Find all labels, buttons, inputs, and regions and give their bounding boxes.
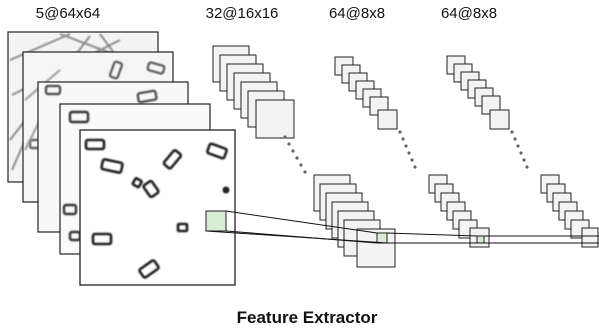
- input-receptive-window: [205, 210, 227, 232]
- conv2-small-stack: [334, 56, 398, 130]
- conv2-stack: [428, 174, 490, 248]
- layer-label-conv3: 64@8x8: [441, 5, 497, 22]
- diagram-title: Feature Extractor: [237, 308, 378, 327]
- ellipsis-dots-conv3: [510, 130, 529, 169]
- projection-lines: [205, 210, 599, 244]
- layer-label-conv2: 64@8x8: [329, 5, 385, 22]
- conv1-receptive-window: [376, 232, 388, 244]
- conv3-small-stack: [446, 55, 510, 130]
- input-stack: [7, 31, 236, 286]
- conv2-receptive-window: [476, 235, 485, 244]
- ellipsis-dots-conv2: [398, 130, 417, 169]
- conv1-small-stack: [212, 45, 295, 139]
- conv3-stack: [540, 174, 599, 248]
- ellipsis-dots-conv1: [283, 135, 307, 174]
- layer-label-conv1: 32@16x16: [206, 5, 279, 22]
- conv1-stack: [313, 174, 396, 268]
- input-map-5: [79, 129, 236, 286]
- layer-label-input: 5@64x64: [36, 5, 100, 22]
